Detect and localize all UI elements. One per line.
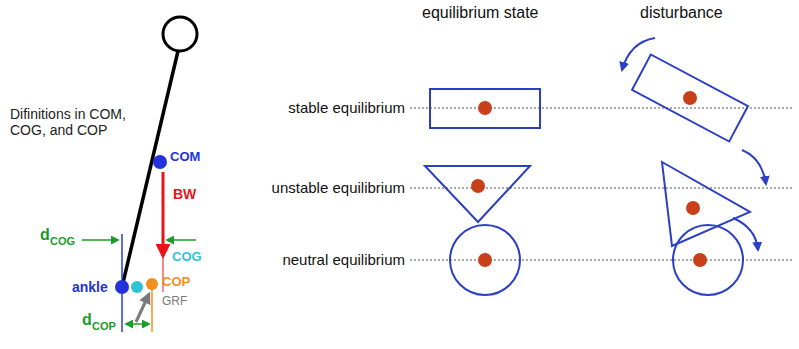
bw-label: BW [173,186,196,202]
cop-label: COP [162,275,190,290]
column-heading: disturbance [640,4,723,22]
com-label: COM [170,150,200,165]
ankle-label: ankle [72,279,108,295]
grf-label: GRF [162,295,187,309]
row-label: unstable equilibrium [272,179,405,196]
row-label: neutral equilibrium [282,251,405,268]
distance-subscript: COP [92,320,116,333]
definition-note: Difinitions in COM, COG, and COP [10,106,128,138]
row-label: stable equilibrium [288,99,405,116]
distance-symbol: d [40,226,50,244]
distance-symbol: d [82,311,92,329]
column-heading: equilibrium state [422,4,539,22]
distance-subscript: COG [50,235,75,248]
cog-label: COG [172,250,202,265]
